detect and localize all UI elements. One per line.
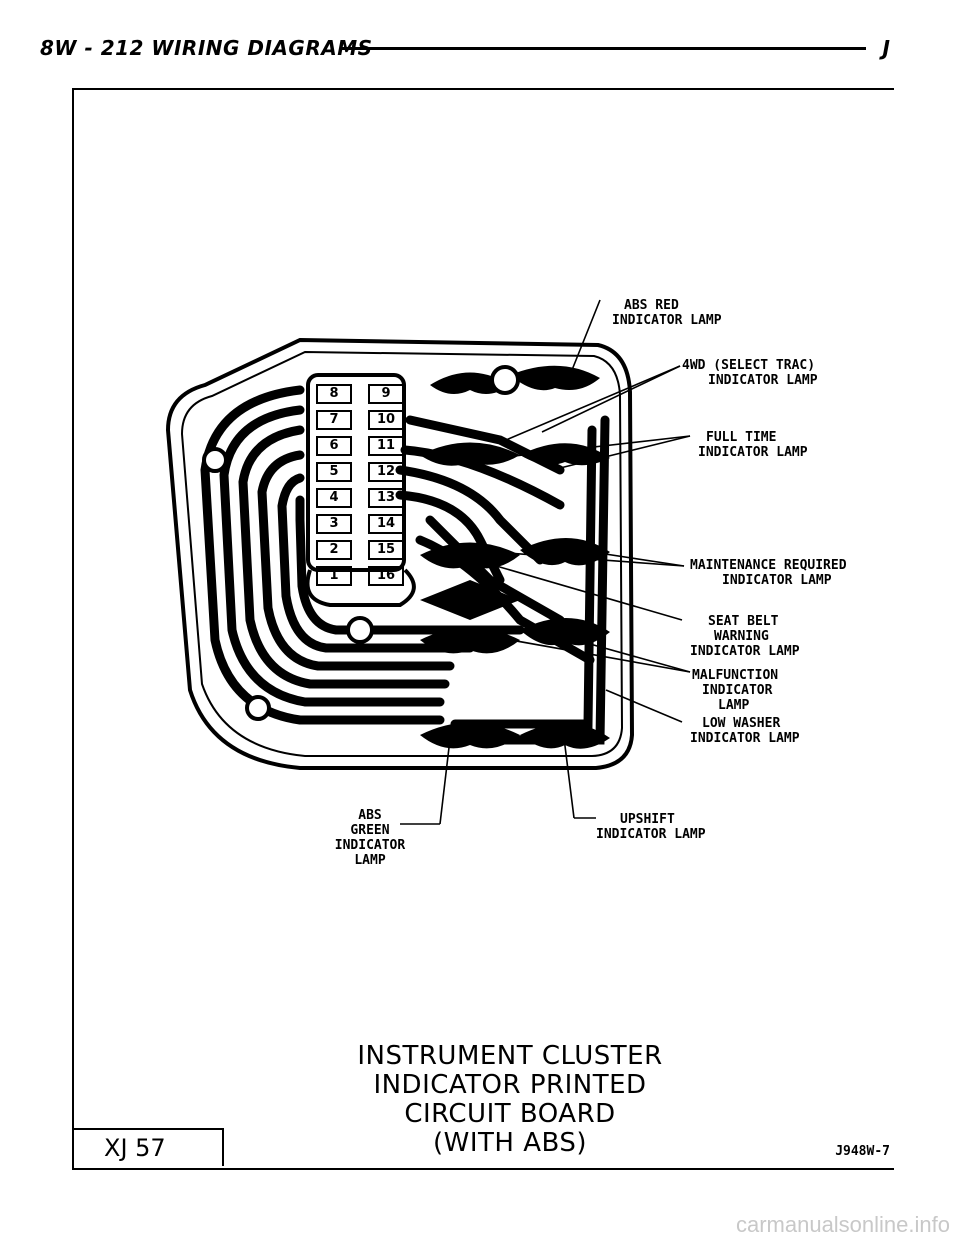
pin-label: 14 [368,514,404,534]
mounting-holes [202,365,520,721]
watermark: carmanualsonline.info [735,1212,950,1237]
label-upshift: UPSHIFT INDICATOR LAMP [596,812,706,842]
pin-label: 11 [368,436,404,456]
label-line: INDICATOR [702,683,773,698]
label-line: WARNING [714,629,769,644]
pin-label: 13 [368,488,404,508]
circuit-traces [200,385,610,745]
diagram-caption: INSTRUMENT CLUSTER INDICATOR PRINTED CIR… [340,1042,680,1158]
pin-label: 4 [316,488,352,508]
pin-label: 9 [368,384,404,404]
connector-latch [305,568,416,607]
pin-label: 15 [368,540,404,560]
label-line: LAMP [718,698,750,713]
pin-label: 2 [316,540,352,560]
label-line: MALFUNCTION [692,668,779,683]
caption-line: INSTRUMENT CLUSTER [357,1041,663,1071]
page-code: XJ 57 [104,1134,166,1162]
label-line: SEAT BELT [708,614,779,629]
label-line: MAINTENANCE REQUIRED [690,558,847,573]
pin-label: 1 [316,566,352,586]
caption-line: INDICATOR PRINTED [373,1070,647,1100]
label-line: INDICATOR LAMP [698,445,808,460]
label-low-washer: LOW WASHER INDICATOR LAMP [690,716,800,746]
header-rule [340,47,866,50]
label-line: INDICATOR LAMP [690,731,800,746]
page-header-title: 8W - 212 WIRING DIAGRAMS [40,36,373,60]
page-header: 8W - 212 WIRING DIAGRAMS J [40,34,900,64]
label-line: LAMP [354,853,386,868]
page-code-box: XJ 57 [74,1128,224,1166]
connector-body [306,373,406,572]
label-line: GREEN [350,823,390,838]
label-line: 4WD (SELECT TRAC) [682,358,816,373]
pin-label: 16 [368,566,404,586]
label-line: INDICATOR LAMP [690,644,800,659]
page-header-section: J [882,36,890,60]
caption-line: (WITH ABS) [432,1128,588,1158]
pin-label: 6 [316,436,352,456]
label-line: FULL TIME [706,430,777,445]
pin-label: 8 [316,384,352,404]
label-line: INDICATOR LAMP [596,827,706,842]
leader-lines [400,299,691,825]
label-abs-red: ABS RED INDICATOR LAMP [612,298,722,328]
lamp-sockets [420,365,610,749]
label-line: INDICATOR LAMP [612,313,722,328]
label-malfunction: MALFUNCTION INDICATOR LAMP [692,668,778,713]
connector-pin-row: 8 7 6 5 4 3 2 1 9 10 11 12 13 14 15 16 [316,384,404,586]
board-outline-inner [180,350,624,757]
diagram-frame [72,88,894,1170]
label-full-time: FULL TIME INDICATOR LAMP [698,430,808,460]
label-maintenance: MAINTENANCE REQUIRED INDICATOR LAMP [690,558,847,588]
label-abs-green: ABS GREEN INDICATOR LAMP [330,808,410,868]
label-4wd: 4WD (SELECT TRAC) INDICATOR LAMP [682,358,818,388]
label-line: ABS RED [624,298,679,313]
board-outline [165,337,635,770]
pin-label: 10 [368,410,404,430]
caption-line: CIRCUIT BOARD [404,1099,616,1129]
pin-label: 3 [316,514,352,534]
label-line: ABS [358,808,382,823]
label-line: INDICATOR [334,838,406,853]
label-line: INDICATOR LAMP [708,373,818,388]
label-seat-belt: SEAT BELT WARNING INDICATOR LAMP [690,614,800,659]
figure-id: J948W-7 [835,1144,890,1159]
label-line: LOW WASHER [702,716,781,731]
pin-label: 12 [368,462,404,482]
pin-label: 7 [316,410,352,430]
label-line: UPSHIFT [620,812,675,827]
label-line: INDICATOR LAMP [722,573,832,588]
pin-label: 5 [316,462,352,482]
